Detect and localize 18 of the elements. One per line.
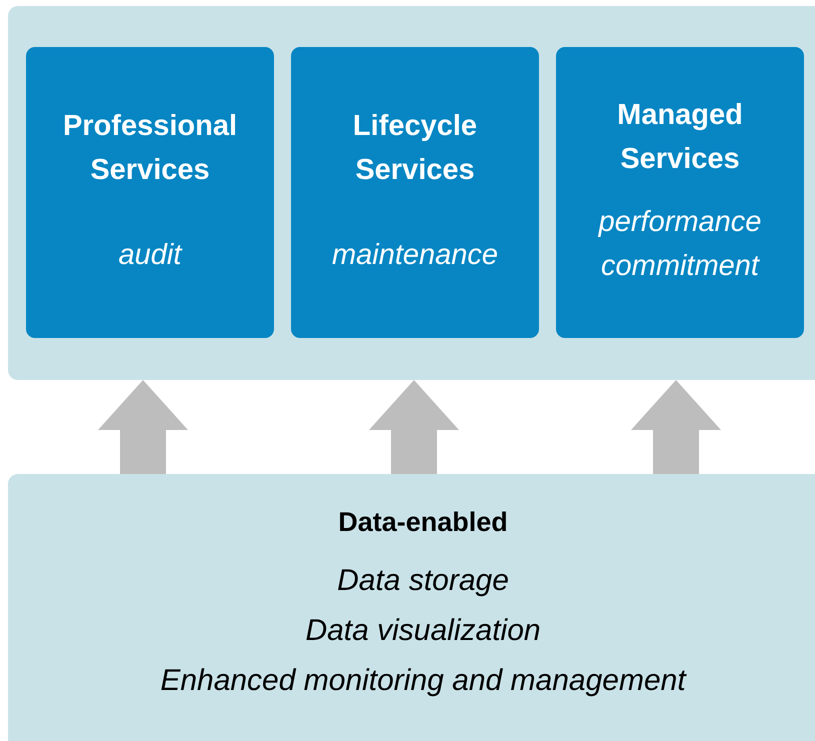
service-title: Lifecycle Services	[352, 108, 478, 188]
block-arrow	[98, 380, 188, 474]
service-detail: performance commitment	[597, 205, 762, 284]
services-panel	[8, 6, 815, 380]
block-arrow	[369, 380, 459, 474]
service-title: Managed Services	[616, 98, 744, 177]
service-box	[26, 47, 274, 338]
service-detail: maintenance	[332, 238, 498, 274]
feature-text: Enhanced monitoring and management	[160, 663, 686, 699]
service-detail: audit	[118, 238, 182, 274]
data-panel	[8, 474, 815, 741]
service-title: Professional Services	[62, 108, 238, 188]
service-box	[291, 47, 539, 338]
feature-text: Data visualization	[305, 613, 541, 649]
service-box	[556, 47, 804, 338]
block-arrow	[631, 380, 721, 474]
panel-heading: Data-enabled	[338, 506, 508, 539]
feature-text: Data storage	[337, 563, 509, 599]
